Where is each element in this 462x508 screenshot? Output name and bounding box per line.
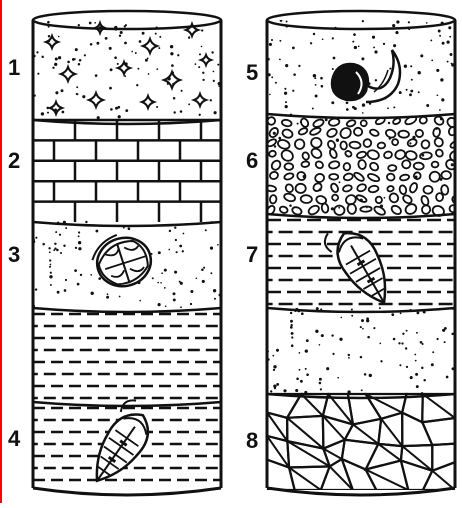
left-layer-dashed (26, 314, 221, 398)
layer-label-3: 3 (8, 244, 20, 266)
layer-label-5: 5 (246, 62, 258, 84)
layer-label-1: 1 (8, 57, 20, 79)
right-layer-6-pebbles (265, 114, 462, 218)
layer-label-6: 6 (246, 150, 258, 172)
right-layer-8-fragments (267, 394, 455, 490)
left-column (26, 11, 222, 495)
layer-label-7: 7 (246, 244, 258, 266)
layer-label-4: 4 (8, 428, 20, 450)
left-layer-1-stars (32, 21, 221, 119)
shell-fossil-icon (332, 50, 400, 102)
layer-label-2: 2 (8, 150, 20, 172)
left-edge-mark (0, 0, 2, 503)
right-layer-speckled (267, 307, 454, 394)
right-column (259, 11, 462, 495)
left-layer-2-bricks (33, 120, 221, 222)
layer-label-8: 8 (246, 430, 258, 452)
trilobite-fossil-icon (88, 228, 157, 293)
